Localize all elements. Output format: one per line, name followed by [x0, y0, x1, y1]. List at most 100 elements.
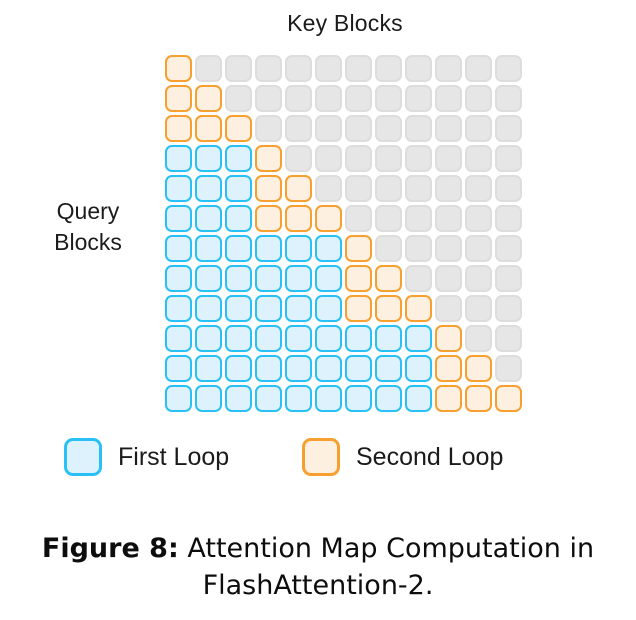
attention-cell [495, 175, 522, 202]
legend: First Loop Second Loop [0, 438, 636, 488]
attention-cell [255, 55, 282, 82]
attention-cell [195, 295, 222, 322]
attention-cell [195, 115, 222, 142]
attention-cell [495, 55, 522, 82]
attention-cell [435, 385, 462, 412]
attention-cell [465, 175, 492, 202]
attention-cell [315, 85, 342, 112]
attention-cell [285, 355, 312, 382]
attention-cell [195, 355, 222, 382]
attention-cell [495, 325, 522, 352]
attention-cell [435, 295, 462, 322]
query-blocks-axis-title-line-2: Blocks [54, 229, 122, 255]
legend-item-first-loop: First Loop [64, 438, 229, 476]
attention-cell [435, 85, 462, 112]
attention-cell [225, 175, 252, 202]
attention-cell [315, 355, 342, 382]
attention-cell [405, 145, 432, 172]
attention-cell [495, 385, 522, 412]
attention-cell [255, 205, 282, 232]
attention-cell [375, 205, 402, 232]
attention-cell [315, 385, 342, 412]
attention-cell [195, 55, 222, 82]
attention-cell [195, 85, 222, 112]
attention-cell [375, 85, 402, 112]
attention-cell [405, 265, 432, 292]
attention-cell [495, 355, 522, 382]
attention-cell [465, 235, 492, 262]
attention-cell [465, 115, 492, 142]
attention-cell [495, 295, 522, 322]
attention-cell [345, 265, 372, 292]
attention-cell [225, 295, 252, 322]
attention-cell [285, 235, 312, 262]
attention-cell [165, 325, 192, 352]
attention-cell [405, 205, 432, 232]
attention-cell [285, 55, 312, 82]
attention-cell [285, 115, 312, 142]
attention-cell [225, 235, 252, 262]
attention-cell [345, 355, 372, 382]
legend-label-second-loop: Second Loop [356, 442, 504, 471]
attention-cell [345, 295, 372, 322]
attention-cell [465, 145, 492, 172]
attention-cell [435, 175, 462, 202]
attention-cell [255, 385, 282, 412]
attention-cell [435, 205, 462, 232]
legend-item-second-loop: Second Loop [302, 438, 503, 476]
key-blocks-axis-title: Key Blocks [0, 10, 636, 37]
attention-cell [285, 385, 312, 412]
attention-cell [375, 355, 402, 382]
attention-cell [165, 115, 192, 142]
attention-cell [465, 385, 492, 412]
attention-cell [255, 175, 282, 202]
attention-cell [285, 325, 312, 352]
attention-cell [165, 55, 192, 82]
attention-cell [495, 145, 522, 172]
attention-cell [255, 235, 282, 262]
attention-cell [405, 385, 432, 412]
attention-cell [315, 235, 342, 262]
attention-cell [405, 85, 432, 112]
attention-cell [285, 175, 312, 202]
attention-cell [495, 235, 522, 262]
legend-swatch-first-loop-icon [64, 438, 102, 476]
attention-cell [405, 55, 432, 82]
attention-cell [495, 265, 522, 292]
attention-cell [435, 265, 462, 292]
attention-cell [165, 295, 192, 322]
attention-cell [435, 325, 462, 352]
attention-cell [165, 205, 192, 232]
legend-swatch-second-loop-icon [302, 438, 340, 476]
attention-cell [465, 205, 492, 232]
attention-cell [345, 175, 372, 202]
attention-cell [315, 175, 342, 202]
attention-cell [375, 145, 402, 172]
attention-cell [405, 355, 432, 382]
attention-cell [165, 235, 192, 262]
attention-cell [225, 205, 252, 232]
attention-cell [375, 55, 402, 82]
attention-cell [375, 265, 402, 292]
attention-cell [495, 115, 522, 142]
attention-cell [405, 325, 432, 352]
attention-cell [465, 55, 492, 82]
attention-cell [225, 145, 252, 172]
attention-cell [375, 385, 402, 412]
attention-cell [195, 325, 222, 352]
figure-caption: Figure 8: Attention Map Computation in F… [0, 530, 636, 604]
attention-cell [165, 85, 192, 112]
attention-cell [165, 145, 192, 172]
attention-cell [285, 265, 312, 292]
attention-cell [255, 325, 282, 352]
attention-cell [435, 55, 462, 82]
attention-cell [255, 295, 282, 322]
attention-cell [405, 235, 432, 262]
attention-cell [465, 325, 492, 352]
attention-cell [435, 235, 462, 262]
attention-cell [375, 325, 402, 352]
attention-cell [435, 145, 462, 172]
figure-caption-label: Figure 8: [41, 533, 179, 564]
attention-cell [345, 385, 372, 412]
